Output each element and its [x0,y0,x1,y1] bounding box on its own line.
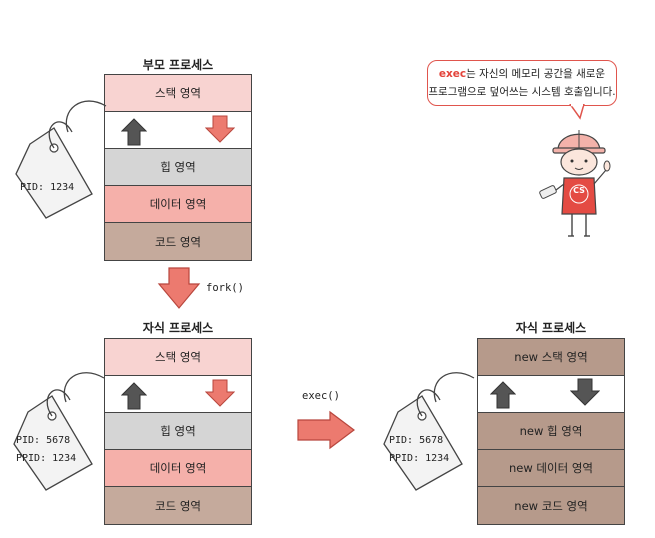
fork-arrow-icon [157,267,201,309]
exec-code-segment: new 코드 영역 [478,487,624,524]
child-code-segment: 코드 영역 [105,487,251,524]
exec-label: exec() [302,390,340,402]
speech-bubble: exec는 자신의 메모리 공간을 새로운 프로그램으로 덮어쓰는 시스템 호출… [427,60,617,106]
parent-data-label: 데이터 영역 [149,197,207,211]
up-arrow-icon [121,382,147,410]
exec-child-pid-tag-icon [383,372,475,491]
parent-heap-label: 힙 영역 [160,160,196,174]
exec-arrow-icon [297,410,355,450]
child-pid-text: PID: 5678 [16,435,71,446]
child-heap-segment: 힙 영역 [105,413,251,450]
exec-free-space [478,376,624,413]
child-data-segment: 데이터 영역 [105,450,251,487]
up-arrow-icon [490,381,516,409]
child-free-space [105,376,251,413]
exec-heap-segment: new 힙 영역 [478,413,624,450]
exec-stack-label: new 스택 영역 [514,350,588,364]
child-heap-label: 힙 영역 [160,424,196,438]
exec-heap-label: new 힙 영역 [519,424,583,438]
parent-pid-tag-icon [15,100,107,219]
child-pid-tag-icon [13,372,105,491]
child-stack-segment: 스택 영역 [105,339,251,376]
parent-code-segment: 코드 영역 [105,223,251,260]
parent-process-title: 부모 프로세스 [142,58,214,72]
child-memory-block: 스택 영역 힙 영역 데이터 영역 코드 영역 [104,338,252,525]
parent-stack-segment: 스택 영역 [105,75,251,112]
parent-heap-segment: 힙 영역 [105,149,251,186]
exec-code-label: new 코드 영역 [514,498,588,513]
child-stack-label: 스택 영역 [155,350,201,364]
parent-stack-label: 스택 영역 [155,86,201,100]
child-data-label: 데이터 영역 [149,461,207,475]
bubble-line-1: exec는 자신의 메모리 공간을 새로운 [428,65,616,83]
fork-label: fork() [206,282,244,294]
parent-data-segment: 데이터 영역 [105,186,251,223]
parent-pid-text: PID: 1234 [20,182,75,193]
mascot-badge: CS [573,186,585,195]
exec-data-segment: new 데이터 영역 [478,450,624,487]
parent-code-label: 코드 영역 [155,234,201,249]
bubble-tail-icon [569,104,585,120]
parent-memory-block: 스택 영역 힙 영역 데이터 영역 코드 영역 [104,74,252,261]
child-code-label: 코드 영역 [155,498,201,513]
exec-child-memory-block: new 스택 영역 new 힙 영역 new 데이터 영역 new 코드 영역 [477,338,625,525]
down-arrow-icon [570,378,600,406]
bubble-line-2: 프로그램으로 덮어쓰는 시스템 호출입니다. [428,86,616,98]
parent-free-space [105,112,251,149]
exec-child-process-title: 자식 프로세스 [515,321,587,335]
down-arrow-icon [205,379,235,407]
exec-stack-segment: new 스택 영역 [478,339,624,376]
bubble-line-1-rest: 는 자신의 메모리 공간을 새로운 [466,68,606,80]
exec-child-pid-text: PID: 5678 [389,435,444,446]
down-arrow-icon [205,115,235,143]
exec-data-label: new 데이터 영역 [509,461,593,475]
exec-child-ppid-text: PPID: 1234 [389,453,450,464]
child-ppid-text: PPID: 1234 [16,453,77,464]
bubble-highlight: exec [438,68,467,80]
mascot-icon [539,130,611,237]
child-process-title: 자식 프로세스 [142,321,214,335]
up-arrow-icon [121,118,147,146]
